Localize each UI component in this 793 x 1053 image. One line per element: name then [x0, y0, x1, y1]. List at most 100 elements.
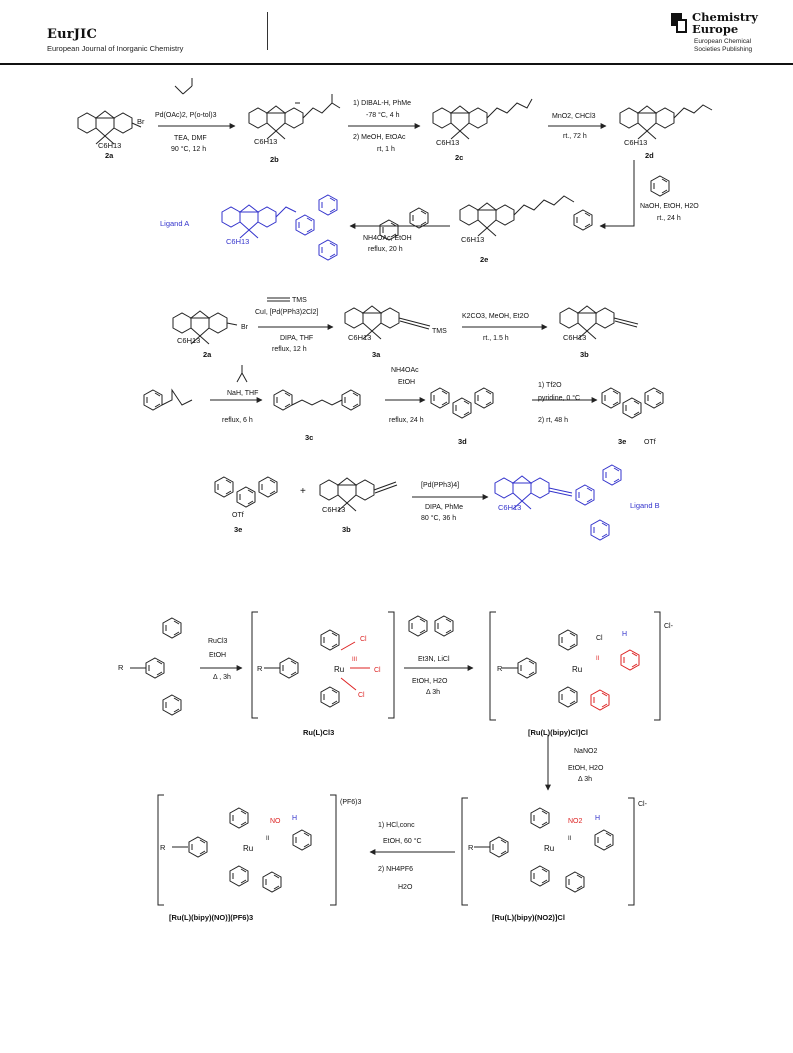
structure-ligand-r	[162, 617, 182, 639]
svg-text:3e: 3e	[618, 437, 626, 446]
svg-text:II: II	[596, 656, 600, 662]
svg-text:R: R	[497, 664, 503, 673]
svg-text:C6H13: C6H13	[624, 138, 647, 147]
svg-text:II: II	[266, 836, 270, 842]
svg-text:TMS: TMS	[432, 328, 447, 335]
svg-text:Δ 3h: Δ 3h	[426, 689, 440, 696]
svg-text:Δ , 3h: Δ , 3h	[213, 674, 231, 681]
svg-text:NaNO2: NaNO2	[574, 748, 597, 755]
svg-text:H: H	[595, 815, 600, 822]
publisher-name: Chemistry Europe	[692, 10, 758, 36]
label-ru-l-bipy-no2: [Ru(L)(bipy)(NO2)]Cl	[492, 913, 565, 922]
svg-text:reflux, 12 h: reflux, 12 h	[272, 346, 307, 353]
svg-text:DIPA, THF: DIPA, THF	[280, 335, 313, 342]
structure-2e	[459, 202, 515, 237]
svg-text:reflux, 6 h: reflux, 6 h	[222, 417, 253, 424]
svg-text:Cl-: Cl-	[638, 801, 648, 808]
svg-text:NH4OAc: NH4OAc	[391, 367, 419, 374]
structure-3e-second	[236, 486, 256, 508]
svg-text:2a: 2a	[203, 350, 212, 359]
svg-text:Ru: Ru	[334, 665, 344, 674]
svg-text:C6H13: C6H13	[98, 141, 121, 150]
svg-text:Ru: Ru	[243, 844, 253, 853]
svg-text:C6H13: C6H13	[226, 237, 249, 246]
structure-ligand-a	[221, 204, 277, 239]
svg-text:NaH, THF: NaH, THF	[227, 390, 258, 397]
svg-text:TEA, DMF: TEA, DMF	[174, 135, 207, 142]
svg-text:EtOH: EtOH	[398, 379, 415, 386]
svg-text:TMS: TMS	[292, 297, 307, 304]
svg-text:Et3N, LiCl: Et3N, LiCl	[418, 656, 450, 663]
structure-ru-l-cl3	[279, 657, 299, 679]
svg-text:[Pd(PPh3)4]: [Pd(PPh3)4]	[421, 482, 459, 489]
svg-text:80 °C, 36 h: 80 °C, 36 h	[421, 514, 456, 522]
svg-text:3b: 3b	[342, 525, 351, 534]
svg-text:H2O: H2O	[398, 884, 413, 891]
svg-text:Cl-: Cl-	[664, 623, 674, 630]
svg-text:R: R	[257, 664, 263, 673]
svg-text:rt., 72 h: rt., 72 h	[563, 133, 587, 140]
label-2d: 2d	[645, 151, 654, 160]
svg-text:3d: 3d	[458, 437, 467, 446]
label-ru-l-bipy-cl: [Ru(L)(bipy)Cl]Cl	[528, 728, 588, 737]
svg-text:II: II	[568, 836, 572, 842]
svg-text:H: H	[292, 815, 297, 822]
structure-3c	[273, 389, 293, 411]
scheme5-text: R RuCl3 EtOH Δ , 3h R Ru III Cl Cl Cl Ru…	[118, 623, 674, 922]
svg-text:Cl: Cl	[596, 635, 603, 642]
svg-text:C6H13: C6H13	[436, 138, 459, 147]
svg-text:III: III	[352, 657, 357, 663]
svg-text:C6H13: C6H13	[348, 333, 371, 342]
svg-text:2) NH4PF6: 2) NH4PF6	[378, 866, 413, 873]
svg-text:MnO2, CHCl3: MnO2, CHCl3	[552, 113, 596, 120]
svg-text:OTf: OTf	[644, 439, 656, 446]
scheme1-text: 2a C6H13 Br 2b C6H13 2c C6H13 2d C6H13 2…	[98, 100, 699, 264]
svg-text:DIPA, PhMe: DIPA, PhMe	[425, 504, 463, 511]
svg-text:Cl: Cl	[360, 636, 367, 643]
scheme3-text: NaH, THF reflux, 6 h 3c NH4OAc EtOH refl…	[222, 367, 656, 446]
header-divider	[267, 12, 268, 50]
scheme2-text: Br C6H13 2a TMS CuI, [Pd(PPh3)2Cl2] DIPA…	[177, 297, 589, 359]
svg-text:2) MeOH, EtOAc: 2) MeOH, EtOAc	[353, 134, 406, 141]
svg-text:C6H13: C6H13	[563, 333, 586, 342]
scheme3	[143, 365, 664, 419]
svg-text:NaOH, EtOH, H2O: NaOH, EtOH, H2O	[640, 203, 699, 210]
structure-3d	[430, 387, 450, 409]
svg-text:rt, 1 h: rt, 1 h	[377, 146, 395, 153]
svg-text:Cl: Cl	[358, 692, 365, 699]
label-2e: 2e	[480, 255, 488, 264]
svg-text:2) rt, 48 h: 2) rt, 48 h	[538, 417, 568, 424]
svg-text:NH4OAc, EtOH: NH4OAc, EtOH	[363, 235, 412, 242]
label-ligand-a: Ligand A	[160, 219, 189, 228]
svg-text:R: R	[160, 843, 166, 852]
svg-text:OTf: OTf	[232, 512, 244, 519]
svg-text:EtOH, H2O: EtOH, H2O	[568, 765, 604, 772]
svg-text:reflux, 20 h: reflux, 20 h	[368, 246, 403, 253]
publisher-subtitle: European Chemical Societies Publishing	[694, 38, 753, 53]
structure-ru-l-bipy-cl	[517, 657, 537, 679]
svg-text:CuI, [Pd(PPh3)2Cl2]: CuI, [Pd(PPh3)2Cl2]	[255, 309, 318, 316]
svg-text:3c: 3c	[305, 433, 313, 442]
svg-text:R: R	[468, 843, 474, 852]
svg-text:pyridine, 0 °C: pyridine, 0 °C	[538, 394, 580, 402]
svg-text:1) HCl,conc: 1) HCl,conc	[378, 822, 415, 829]
svg-text:Ru: Ru	[572, 665, 582, 674]
svg-text:Cl: Cl	[374, 667, 381, 674]
scheme4-text: OTf 3e + C6H13 3b [Pd(PPh3)4] DIPA, PhMe…	[232, 482, 660, 534]
page-header: EurJIC European Journal of Inorganic Che…	[0, 0, 793, 65]
structure-2a	[77, 110, 133, 145]
label-2a: 2a	[105, 151, 114, 160]
svg-text:NO: NO	[270, 818, 281, 825]
svg-text:1) Tf2O: 1) Tf2O	[538, 382, 562, 389]
structure-2b	[248, 105, 304, 140]
svg-text:+: +	[300, 486, 306, 497]
header-rule	[0, 63, 793, 65]
svg-text:C6H13: C6H13	[322, 505, 345, 514]
label-ligand-b: Ligand B	[630, 501, 660, 510]
svg-text:Δ 3h: Δ 3h	[578, 776, 592, 783]
svg-text:(PF6)3: (PF6)3	[340, 799, 362, 806]
svg-text:C6H13: C6H13	[461, 235, 484, 244]
svg-text:rt., 1.5 h: rt., 1.5 h	[483, 335, 509, 342]
svg-text:-78 °C, 4 h: -78 °C, 4 h	[366, 111, 400, 119]
